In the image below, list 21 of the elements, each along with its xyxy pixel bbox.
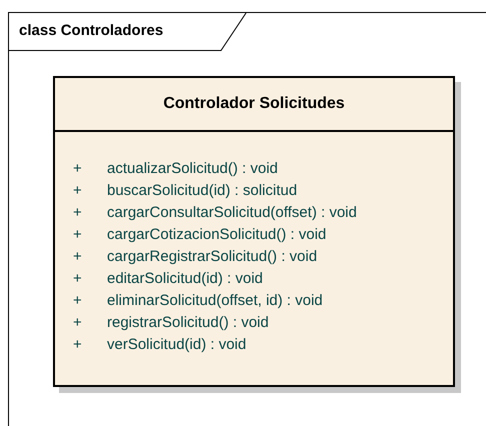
diagram-frame bbox=[8, 12, 486, 426]
visibility-marker: + bbox=[73, 160, 82, 177]
visibility-marker: + bbox=[73, 248, 82, 265]
method-signature: registrarSolicitud() : void bbox=[107, 314, 269, 331]
class-name: Controlador Solicitudes bbox=[163, 95, 345, 113]
visibility-marker: + bbox=[73, 182, 82, 199]
visibility-marker: + bbox=[73, 292, 82, 309]
visibility-marker: + bbox=[73, 226, 82, 243]
method-signature: cargarConsultarSolicitud(offset) : void bbox=[107, 204, 357, 221]
method-signature: cargarRegistrarSolicitud() : void bbox=[107, 248, 318, 265]
visibility-marker: + bbox=[73, 270, 82, 287]
method-signature: buscarSolicitud(id) : solicitud bbox=[107, 182, 298, 199]
visibility-marker: + bbox=[73, 314, 82, 331]
method-signature: cargarCotizacionSolicitud() : void bbox=[107, 226, 326, 243]
method-signature: actualizarSolicitud() : void bbox=[107, 160, 278, 177]
visibility-marker: + bbox=[73, 204, 82, 221]
frame-title: class Controladores bbox=[19, 22, 164, 39]
method-signature: editarSolicitud(id) : void bbox=[107, 270, 263, 287]
method-signature: verSolicitud(id) : void bbox=[107, 336, 246, 353]
method-signature: eliminarSolicitud(offset, id) : void bbox=[107, 292, 323, 309]
visibility-marker: + bbox=[73, 336, 82, 353]
